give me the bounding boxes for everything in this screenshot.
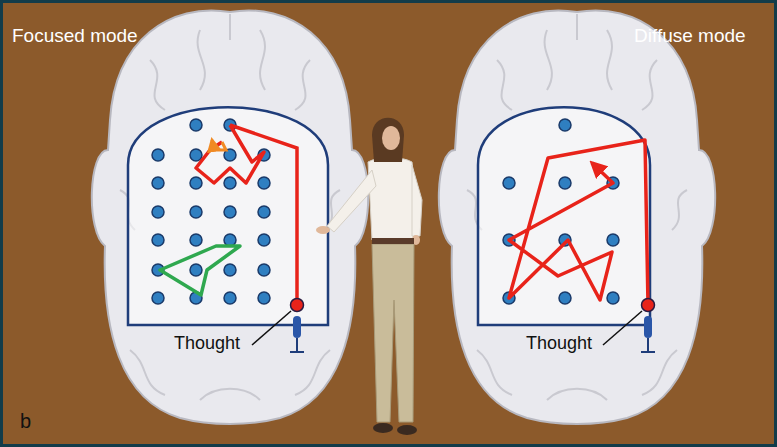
neuron-dot — [258, 206, 270, 218]
thought-symbol — [290, 351, 304, 353]
brain-fold — [200, 389, 260, 400]
neuron-dot — [152, 234, 164, 246]
neuron-dot — [224, 206, 236, 218]
brain-fold — [547, 389, 607, 400]
neuron-dot — [224, 177, 236, 189]
brain-fold — [198, 30, 205, 90]
neuron-dot — [190, 234, 202, 246]
brains — [92, 10, 715, 424]
leader-line — [603, 311, 642, 345]
neuron-dot — [152, 177, 164, 189]
brain-outline — [92, 10, 368, 424]
thought-dot — [642, 299, 655, 312]
thought-symbol — [296, 338, 298, 352]
brain-fold — [150, 60, 165, 110]
neuron-dot — [258, 177, 270, 189]
presenter-face — [382, 126, 400, 150]
thought-path — [196, 125, 264, 183]
brain-fold — [295, 350, 330, 395]
dot-grid — [152, 119, 270, 304]
pattern-path — [160, 246, 240, 295]
neuron-dot — [559, 119, 571, 131]
thought-symbol — [293, 316, 301, 338]
brain-fold — [229, 14, 231, 40]
brain-fold — [295, 60, 310, 110]
neuron-dot — [607, 234, 619, 246]
thought-path — [509, 140, 648, 305]
brain-fold — [672, 190, 687, 230]
neuron-dot — [152, 206, 164, 218]
neuron-dot — [190, 119, 202, 131]
thought-label: Thought — [174, 334, 240, 354]
panel-heading: Diffuse mode — [634, 26, 746, 47]
presenter-arm — [412, 165, 422, 236]
neuron-dot — [190, 177, 202, 189]
brain-fold — [576, 14, 578, 40]
presenter-belt — [372, 238, 414, 244]
brain-fold — [642, 350, 677, 395]
thought-symbol — [641, 351, 655, 353]
neuron-dot — [190, 264, 202, 276]
brain-fold — [642, 60, 657, 110]
presenter-arm — [327, 170, 376, 232]
neuron-dot — [258, 234, 270, 246]
neuron-dot — [258, 292, 270, 304]
thought-label: Thought — [526, 334, 592, 354]
thought-symbol — [647, 338, 649, 352]
neuron-dot — [503, 177, 515, 189]
panel-heading: Focused mode — [12, 26, 138, 47]
presenter-shoe — [373, 423, 393, 433]
neuron-dot — [190, 149, 202, 161]
brain-shape — [439, 10, 715, 424]
neuron-dot — [559, 177, 571, 189]
brain-fold — [545, 30, 552, 90]
presenter-blouse — [368, 158, 416, 241]
brain-shape — [92, 10, 368, 424]
brain-fold — [477, 350, 512, 395]
neuron-dot — [190, 206, 202, 218]
neuron-dot — [559, 292, 571, 304]
brain-outline — [439, 10, 715, 424]
brain-fold — [607, 30, 612, 90]
presenter-hair — [372, 118, 404, 162]
neuron-dot — [152, 149, 164, 161]
neuron-dot — [224, 264, 236, 276]
figure-letter: b — [20, 410, 31, 432]
thought-symbol — [644, 316, 652, 338]
neuron-dot — [258, 264, 270, 276]
presenter-trousers — [372, 244, 414, 422]
presenter-shoe — [397, 425, 417, 435]
thought-dot — [291, 299, 304, 312]
presenter — [316, 118, 422, 435]
brain-fold — [260, 30, 265, 90]
network-frame — [128, 107, 328, 325]
network-frame — [478, 107, 650, 325]
brain-fold — [130, 350, 165, 395]
thought-arrow — [212, 140, 226, 150]
neuron-dot — [224, 234, 236, 246]
presenter-hand — [316, 226, 330, 234]
neuron-dot — [607, 292, 619, 304]
neuron-dot — [224, 292, 236, 304]
brain-fold — [497, 60, 512, 110]
leader-line — [252, 311, 291, 345]
neuron-dot — [152, 292, 164, 304]
